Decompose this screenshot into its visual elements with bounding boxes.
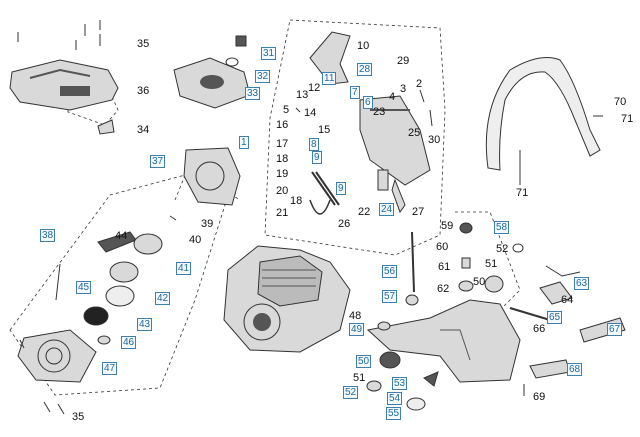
front-handle-bar-part [485,57,601,171]
callout-66: 66 [533,323,546,335]
callout-1: 1 [239,136,249,149]
callout-65: 65 [547,311,563,324]
callout-64: 64 [561,294,574,306]
callout-50b: 50 [356,355,372,368]
oil-pump-parts [405,222,524,306]
callout-39: 39 [201,218,214,230]
callout-21: 21 [276,207,289,219]
starter-group-outline [9,174,226,396]
callout-34: 34 [137,124,150,136]
callout-22: 22 [358,206,371,218]
crankcase-bottom-part [366,299,521,383]
callout-12: 12 [308,82,321,94]
callout-44: 44 [115,230,128,242]
callout-18b: 18 [290,195,303,207]
callout-17: 17 [276,138,289,150]
callout-57: 57 [382,290,398,303]
callout-6: 6 [363,96,373,109]
callout-11: 11 [322,72,337,85]
callout-35b: 35 [72,411,85,423]
callout-27: 27 [412,206,425,218]
callout-2: 2 [416,78,423,90]
callout-69: 69 [533,391,546,403]
callout-16: 16 [276,119,289,131]
callout-46: 46 [121,336,137,349]
callout-18: 18 [276,153,289,165]
callout-7: 7 [350,86,360,99]
callout-68: 68 [567,363,583,376]
callout-43: 43 [137,318,153,331]
callout-26: 26 [338,218,351,230]
callout-31: 31 [261,47,277,60]
clutch-small-parts [366,321,439,411]
callout-53: 53 [392,377,408,390]
screws-35-bottom [19,339,65,415]
callout-56: 56 [382,265,398,278]
callout-58: 58 [494,221,510,234]
callout-60: 60 [436,241,449,253]
callout-59: 59 [441,220,454,232]
rear-handle-part [309,31,431,215]
callout-8: 8 [309,138,319,151]
air-filter-cover-part [173,35,251,109]
callout-42: 42 [155,292,171,305]
callout-28: 28 [357,63,373,76]
callout-67: 67 [607,323,623,336]
callout-54: 54 [387,392,403,405]
callout-20: 20 [276,185,289,197]
callout-29: 29 [397,55,410,67]
callout-45: 45 [76,281,92,294]
callout-48: 48 [349,310,362,322]
callout-62: 62 [437,283,450,295]
fan-housing-part [183,147,241,206]
screws-35-top [17,20,101,50]
callout-63: 63 [574,277,590,290]
callout-19: 19 [276,168,289,180]
callout-14: 14 [304,107,317,119]
callout-55: 55 [386,407,402,420]
callout-51b: 51 [353,372,366,384]
callout-36: 36 [137,85,150,97]
callout-47: 47 [102,362,118,375]
callout-52b: 52 [343,386,359,399]
brake-parts [509,265,626,396]
callout-51: 51 [485,258,498,270]
callout-33: 33 [245,87,261,100]
handle-bolts-71 [519,115,603,185]
callout-38: 38 [40,229,56,242]
callout-23: 23 [373,106,386,118]
callout-41: 41 [176,262,192,275]
callout-4: 4 [389,91,396,103]
callout-15: 15 [318,124,331,136]
callout-3: 3 [400,83,407,95]
callout-10: 10 [357,40,370,52]
callout-5: 5 [283,104,290,116]
callout-13: 13 [296,89,309,101]
top-cover-part [9,59,119,111]
callout-30: 30 [428,134,441,146]
callout-35: 35 [137,38,150,50]
callout-71b: 71 [516,187,529,199]
callout-49: 49 [349,323,365,336]
callout-37: 37 [150,155,166,168]
bracket-34-part [97,119,115,135]
callout-9: 9 [312,151,322,164]
callout-40: 40 [189,234,202,246]
starter-assembly-parts [17,231,163,383]
callout-71: 71 [621,113,634,125]
callout-25: 25 [408,127,421,139]
callout-52: 52 [496,243,509,255]
callout-70: 70 [614,96,627,108]
handle-group-outline [264,19,446,256]
callout-32: 32 [255,70,271,83]
callout-61: 61 [438,261,451,273]
misc-fasteners [169,89,433,221]
callout-9b: 9 [336,182,346,195]
callout-24: 24 [379,203,395,216]
callout-50: 50 [473,276,486,288]
engine-crankcase-part [223,245,351,353]
